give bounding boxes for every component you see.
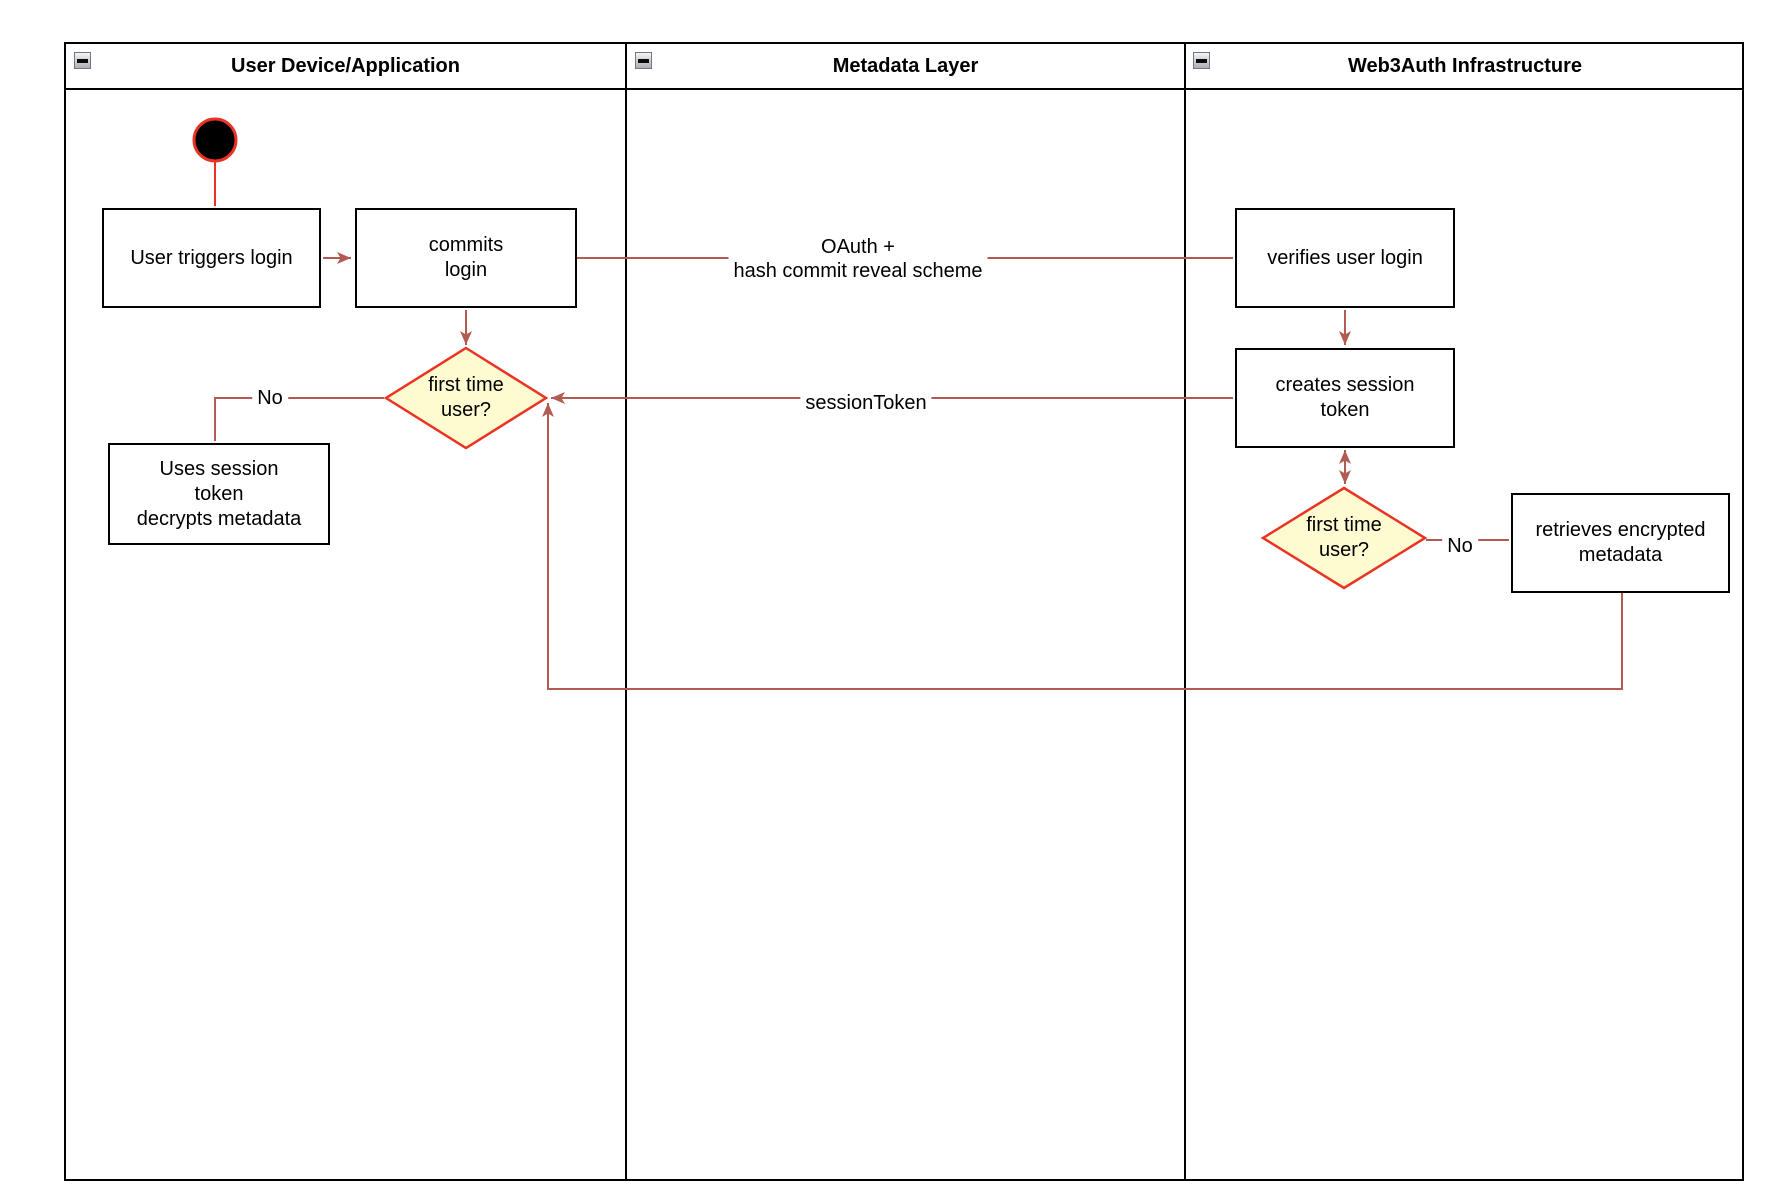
swimlane-pool <box>64 42 1744 1181</box>
edge-label-sessiontoken: sessionToken <box>800 390 932 416</box>
edge-label-no-left: No <box>252 385 288 411</box>
lane-header-divider <box>64 88 1744 90</box>
minus-glyph <box>77 58 88 63</box>
minus-glyph <box>638 58 649 63</box>
node-uses-session-token[interactable]: Uses session token decrypts metadata <box>108 443 330 545</box>
lane-divider-2 <box>1184 42 1186 1181</box>
node-user-triggers-login[interactable]: User triggers login <box>102 208 321 308</box>
decision-first-time-user-left[interactable] <box>383 346 549 450</box>
node-retrieves-encrypted-metadata[interactable]: retrieves encrypted metadata <box>1511 493 1730 593</box>
collapse-minus-icon-lane3[interactable] <box>1193 52 1210 69</box>
decision-left-label: first time user? <box>428 374 504 421</box>
start-node[interactable] <box>192 117 238 163</box>
lane-divider-1 <box>625 42 627 1181</box>
decision-right-label: first time user? <box>1306 514 1382 561</box>
collapse-minus-icon-lane2[interactable] <box>635 52 652 69</box>
collapse-minus-icon-lane1[interactable] <box>74 52 91 69</box>
edge-label-no-right: No <box>1442 533 1478 559</box>
edge-decision-left-no-to-uses-session <box>214 397 384 441</box>
edge-retrieves-feedback-to-decision-left <box>542 403 1623 690</box>
lane-title-web3auth: Web3Auth Infrastructure <box>1347 54 1583 77</box>
node-commits-login[interactable]: commits login <box>355 208 577 308</box>
lane-title-metadata-layer: Metadata Layer <box>832 54 979 77</box>
decision-first-time-user-right[interactable] <box>1260 486 1428 590</box>
minus-glyph <box>1196 58 1207 63</box>
edge-label-oauth: OAuth + hash commit reveal scheme <box>728 234 988 284</box>
lane-title-user-device: User Device/Application <box>231 54 460 77</box>
node-creates-session-token[interactable]: creates session token <box>1235 348 1455 448</box>
node-verifies-user-login[interactable]: verifies user login <box>1235 208 1455 308</box>
